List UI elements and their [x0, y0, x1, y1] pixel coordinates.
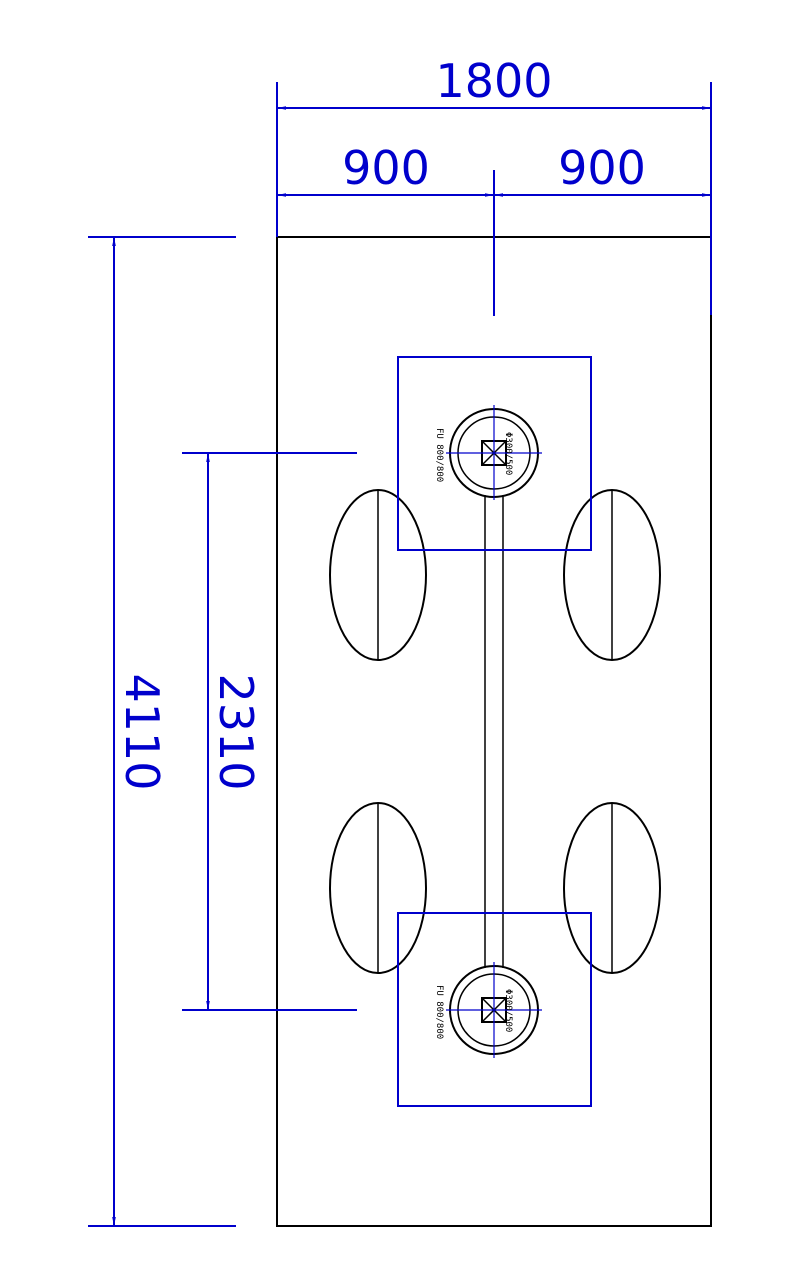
dimension-text-overall-length: 4110	[115, 673, 169, 790]
pier-pipe-lower: Φ300/500	[503, 989, 513, 1032]
pier-footing-upper	[397, 356, 592, 551]
pier-label-upper: FU 800/800	[434, 428, 444, 482]
slab-outline	[276, 236, 712, 1227]
wheel-lower-left	[329, 802, 427, 974]
pier-footing-lower	[397, 912, 592, 1107]
pier-upper: FU 800/800 Φ300/500	[397, 356, 592, 551]
left-dimension-overall-length: 4110	[88, 236, 236, 1227]
dimension-text-pier-spacing: 2310	[209, 673, 263, 790]
top-dimensions: 1800 900 900	[276, 54, 712, 316]
wheel-lower-right	[563, 802, 661, 974]
dimension-text-half-left: 900	[342, 141, 430, 195]
wheel-upper-right	[563, 489, 661, 661]
wheel-upper-left	[329, 489, 427, 661]
pier-label-lower: FU 800/800	[434, 985, 444, 1039]
dimension-text-half-right: 900	[558, 141, 646, 195]
pier-spacing-dimension: 2310	[182, 452, 357, 1011]
connecting-beam	[484, 495, 504, 968]
wheels	[329, 489, 661, 974]
pier-lower: FU 800/800 Φ300/500	[397, 912, 592, 1107]
pier-pipe-upper: Φ300/500	[503, 432, 513, 475]
dimension-text-overall-width: 1800	[435, 54, 552, 108]
